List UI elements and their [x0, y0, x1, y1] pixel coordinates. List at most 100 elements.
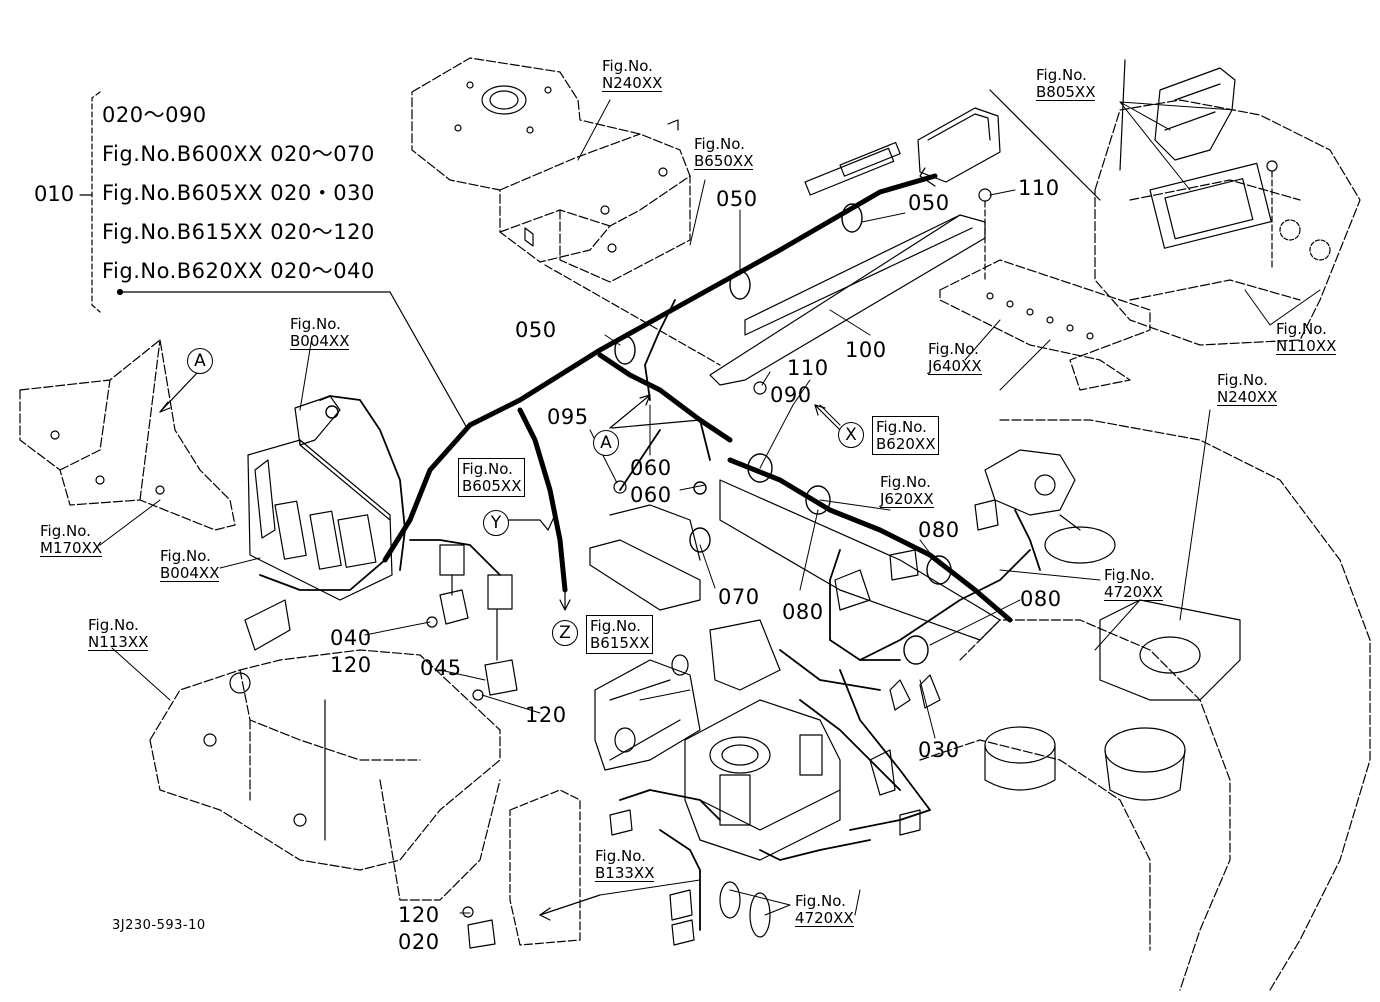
- fig-ref-n113: Fig.No. N113XX: [88, 616, 149, 651]
- fig-ref-number: B133XX: [595, 863, 655, 882]
- clip-045: [484, 659, 518, 696]
- part-060: 060: [630, 456, 672, 480]
- legend-leader-b: [389, 291, 468, 429]
- fig-ref-n110: Fig.No. N110XX: [1276, 320, 1337, 355]
- fig-ref-prefix: Fig.No.: [290, 315, 341, 333]
- throttle-sensor: [984, 449, 1116, 564]
- fig-ref-number: B620XX: [876, 434, 936, 453]
- part-095: 095: [547, 405, 589, 429]
- drawing-code: 3J230-593-10: [112, 918, 206, 933]
- fig-ref-n240: Fig.No. N240XX: [602, 57, 663, 92]
- fig-ref-number: B605XX: [462, 476, 522, 495]
- engine-area: [919, 419, 1371, 991]
- fig-ref-prefix: Fig.No.: [1104, 566, 1155, 584]
- fig-ref-prefix: Fig.No.: [1036, 66, 1087, 84]
- fig-ref-number: B004XX: [290, 331, 350, 350]
- rail-080: [719, 479, 1001, 641]
- fig-ref-b004: Fig.No. B004XX: [160, 547, 220, 582]
- housing-right-top: [1094, 99, 1361, 346]
- fig-ref-prefix: Fig.No.: [595, 847, 646, 865]
- legend-line: Fig.No.B615XX 020～120: [102, 220, 375, 244]
- fig-ref-prefix: Fig.No.: [1276, 320, 1327, 338]
- relay-bar: [589, 504, 701, 611]
- fig-ref-n240: Fig.No. N240XX: [1217, 371, 1278, 406]
- part-110: 110: [787, 356, 829, 380]
- fig-ref-prefix: Fig.No.: [876, 418, 927, 436]
- fig-ref-number: N240XX: [602, 73, 663, 92]
- part-040: 040: [330, 626, 372, 650]
- bracket-plate: [594, 654, 701, 771]
- part-110: 110: [1018, 176, 1060, 200]
- bracket-b133: [509, 789, 581, 946]
- fig-ref-prefix: Fig.No.: [88, 616, 139, 634]
- plate-j640: [939, 259, 1151, 391]
- cylinder: [984, 726, 1186, 801]
- legend-line: Fig.No.B600XX 020～070: [102, 142, 375, 166]
- part-070: 070: [718, 585, 760, 609]
- leader-lines: [99, 99, 1321, 916]
- part-120: 120: [330, 653, 372, 677]
- fig-ref-number: N240XX: [1217, 387, 1278, 406]
- legend-line: Fig.No.B620XX 020～040: [102, 259, 375, 283]
- fig-ref-4720: Fig.No. 4720XX: [1104, 567, 1163, 601]
- legend-line: 020～090: [102, 103, 207, 127]
- fig-ref-number: N110XX: [1276, 336, 1337, 355]
- legend-line: Fig.No.B605XX 020・030: [102, 181, 375, 205]
- bracket-n240-top: [411, 57, 691, 283]
- part-020: 020: [398, 930, 440, 954]
- fig-ref-prefix: Fig.No.: [694, 135, 745, 153]
- connector-b805: [1149, 67, 1272, 249]
- callout-a: A: [593, 430, 619, 456]
- fig-ref-number: 4720XX: [795, 908, 854, 927]
- callout-a: A: [187, 348, 213, 374]
- fig-ref-prefix: Fig.No.: [602, 57, 653, 75]
- fig-ref-prefix: Fig.No.: [40, 522, 91, 540]
- frame-n113: [149, 649, 501, 901]
- part-120: 120: [398, 903, 440, 927]
- fig-ref-prefix: Fig.No.: [795, 892, 846, 910]
- fig-ref-number: 4720XX: [1104, 582, 1163, 601]
- fig-ref-b620: Fig.No. B620XX: [872, 416, 940, 455]
- connector-040: [439, 544, 465, 576]
- callout-z: Z: [552, 620, 578, 646]
- part-080: 080: [918, 518, 960, 542]
- connector-b605: [487, 574, 513, 610]
- fig-ref-number: J620XX: [880, 489, 934, 508]
- fig-ref-b605: Fig.No. B605XX: [458, 458, 526, 497]
- legend-key: 010: [34, 182, 75, 206]
- part-030: 030: [918, 738, 960, 762]
- fig-ref-prefix: Fig.No.: [590, 617, 641, 635]
- part-045: 045: [420, 656, 462, 680]
- fig-ref-b615: Fig.No. B615XX: [586, 615, 654, 654]
- fig-ref-number: J640XX: [928, 356, 982, 375]
- fig-ref-number: N113XX: [88, 632, 149, 651]
- part-060: 060: [630, 483, 672, 507]
- part-090: 090: [770, 383, 812, 407]
- fig-ref-4720: Fig.No. 4720XX: [795, 893, 854, 927]
- connector-020: [467, 919, 496, 949]
- fig-ref-number: B650XX: [694, 151, 754, 170]
- ecu-b004: [247, 439, 393, 601]
- plate-j640-holes: [986, 292, 1094, 340]
- callout-y: Y: [483, 510, 509, 536]
- callout-x: X: [838, 422, 864, 448]
- fig-ref-j620: Fig.No. J620XX: [880, 474, 934, 508]
- fig-ref-b004: Fig.No. B004XX: [290, 315, 350, 350]
- pump-unit: [684, 699, 841, 861]
- fig-ref-prefix: Fig.No.: [160, 547, 211, 565]
- part-050: 050: [515, 318, 557, 342]
- part-050: 050: [908, 191, 950, 215]
- part-050: 050: [716, 187, 758, 211]
- fig-ref-prefix: Fig.No.: [462, 460, 513, 478]
- fig-ref-b133: Fig.No. B133XX: [595, 847, 655, 882]
- manifold-n240: [1099, 599, 1241, 701]
- bracket-m170: [19, 339, 236, 531]
- fig-ref-prefix: Fig.No.: [928, 340, 979, 358]
- fig-ref-number: B805XX: [1036, 82, 1096, 101]
- fig-ref-number: B615XX: [590, 633, 650, 652]
- fig-ref-prefix: Fig.No.: [1217, 371, 1268, 389]
- fig-ref-number: B004XX: [160, 563, 220, 582]
- fig-ref-b650: Fig.No. B650XX: [694, 135, 754, 170]
